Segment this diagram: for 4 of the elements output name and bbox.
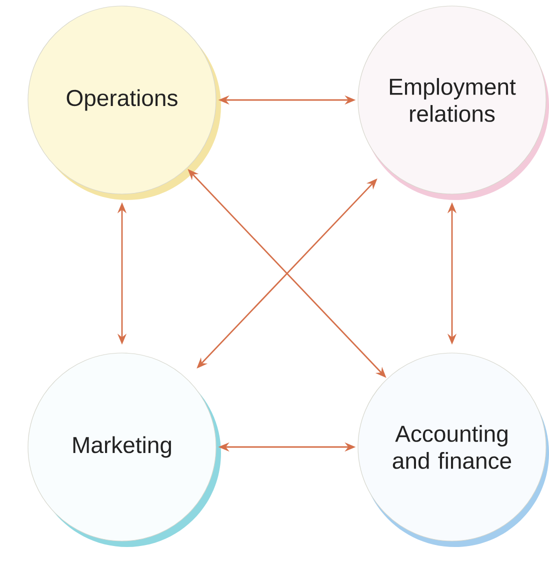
circle-node: Accounting and finance [358,352,549,547]
circle-node: Operations [28,6,221,200]
circle-node: Employment relations [358,6,549,200]
circle-node: Marketing [28,352,221,547]
